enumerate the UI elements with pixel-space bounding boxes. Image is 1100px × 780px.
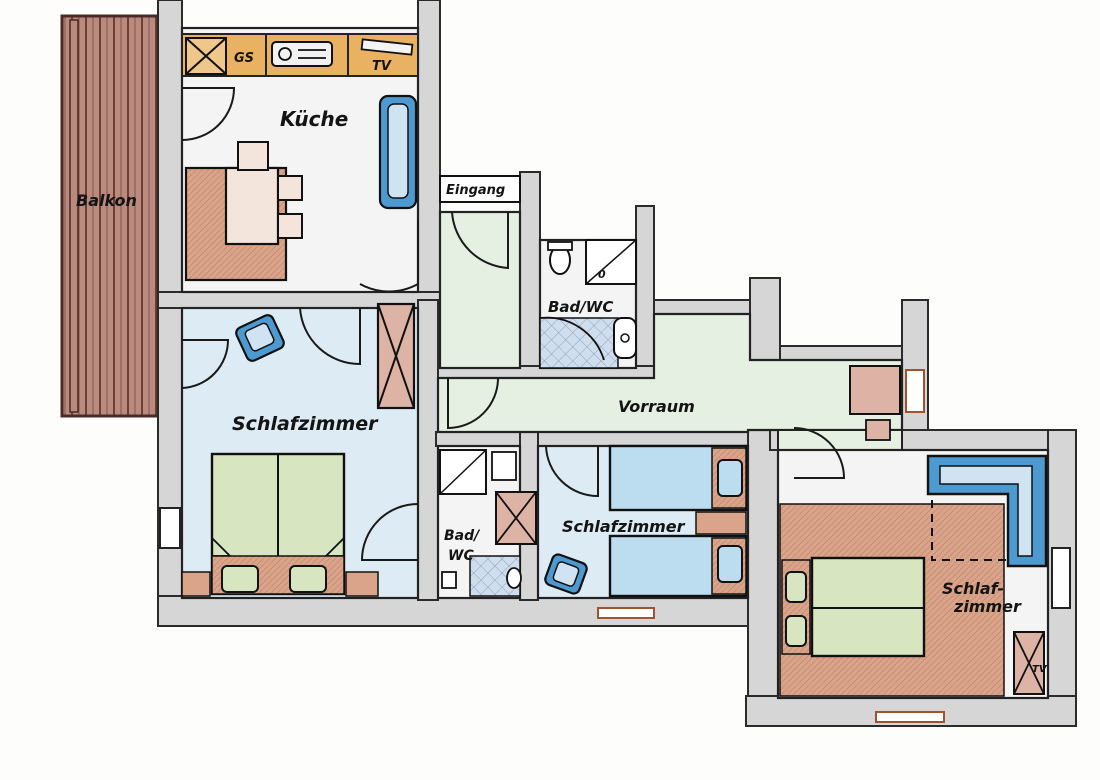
middle-bedroom-window — [597, 607, 655, 619]
room-label-schlafzimmer-right-2: zimmer — [953, 597, 1022, 616]
dining-table-icon — [184, 141, 303, 282]
double-bed-left-icon — [181, 452, 379, 597]
room-label-kueche: Küche — [280, 107, 348, 131]
kitchen-balcony-door — [181, 87, 236, 141]
right-bedroom-window-bottom — [875, 711, 945, 723]
left-bedroom-balcony-door — [181, 339, 230, 389]
hallway-door-left — [447, 377, 499, 430]
single-bed-bottom-icon — [608, 534, 748, 598]
left-bedroom-window — [159, 507, 181, 549]
middle-bedroom-door — [545, 445, 599, 498]
hallway-stool-icon — [865, 419, 891, 441]
entrance-door — [451, 211, 509, 270]
middle-armchair-icon — [544, 553, 588, 595]
single-bed-top-icon — [608, 444, 748, 512]
bathroom-small — [439, 449, 537, 597]
kitchen-counter — [181, 33, 419, 77]
left-armchair-icon — [235, 314, 285, 362]
dishwasher-label: GS — [234, 51, 254, 66]
right-bedroom-window-side — [1051, 547, 1071, 609]
kitchen-entrance-door — [359, 220, 419, 293]
room-label-vorraum: Vorraum — [618, 397, 695, 416]
entrance-label-box — [439, 175, 521, 203]
kitchen-tv-label: TV — [372, 59, 392, 74]
sink-icon — [613, 317, 637, 359]
hallway-window — [905, 369, 925, 413]
left-bedroom-closet-door — [360, 503, 419, 561]
room-label-schlafzimmer-left: Schlafzimmer — [232, 413, 379, 435]
bathroom-top — [539, 239, 637, 369]
middle-bedroom-nightstand — [695, 511, 747, 535]
room-label-eingang: Eingang — [446, 183, 505, 198]
bedroom-tv-label: TV — [1032, 664, 1048, 675]
left-bedroom-door — [299, 307, 361, 366]
entrance-floor — [438, 210, 522, 370]
shower-drain-label: 0 — [598, 268, 606, 281]
balcony — [60, 14, 160, 418]
room-label-bad-wc-small-2: WC — [448, 548, 474, 564]
hallway-cabinet-icon — [849, 365, 901, 415]
double-bed-right-icon — [781, 556, 926, 658]
hallway-floor — [436, 312, 904, 434]
shower-tiles — [539, 317, 619, 369]
room-label-bad-wc-top: Bad/WC — [548, 298, 613, 316]
room-label-schlafzimmer-middle: Schlafzimmer — [562, 517, 686, 536]
corner-sofa-icon — [926, 454, 1048, 568]
room-label-balkon: Balkon — [76, 191, 137, 210]
room-label-bad-wc-small-1: Bad/ — [444, 528, 481, 544]
room-label-schlafzimmer-right-1: Schlaf- — [942, 579, 1004, 598]
hallway-door-right — [793, 427, 846, 479]
